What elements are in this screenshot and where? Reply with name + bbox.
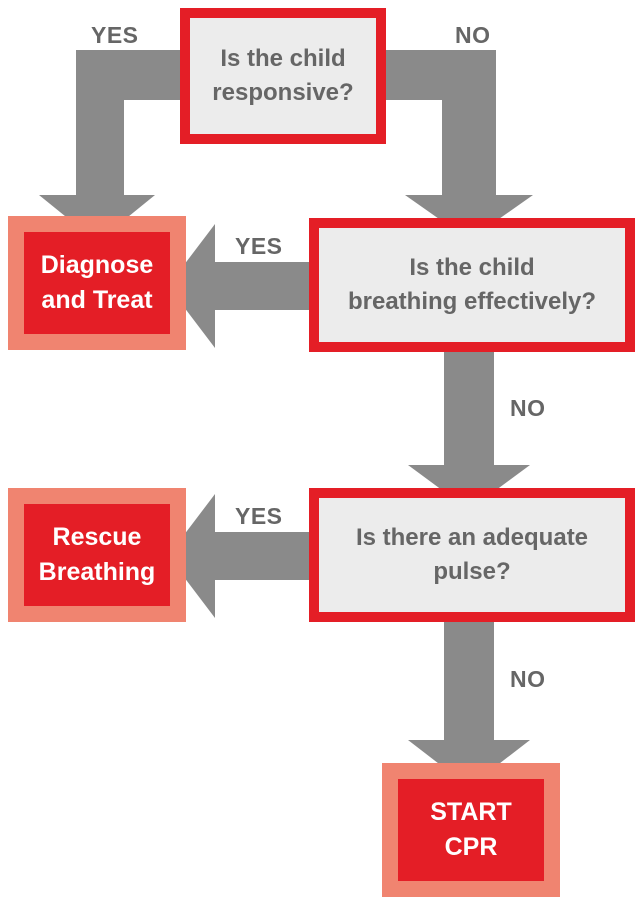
arrow-q1-yes [39, 50, 180, 242]
action-text-line: Rescue [52, 522, 142, 551]
edge-label-q1-yes: YES [91, 22, 139, 48]
edge-label-q1-no: NO [455, 22, 491, 48]
action-inner: START CPR [398, 779, 544, 881]
question-text-line: Is there an adequate [355, 523, 589, 551]
action-text-line: and Treat [41, 286, 153, 314]
question-text-line: Is the child [409, 253, 535, 281]
question-text-line: responsive? [212, 79, 354, 106]
question-child-responsive: Is the child responsive? [180, 8, 386, 144]
question-text-line: breathing effectively? [347, 288, 597, 315]
question-adequate-pulse: Is there an adequate pulse? [309, 488, 635, 622]
action-text-line: START [430, 797, 512, 826]
action-start-cpr: START CPR [382, 763, 560, 897]
action-text-line: CPR [444, 833, 498, 861]
arrow-q2-no [408, 350, 530, 510]
action-rescue-breathing: Rescue Breathing [8, 488, 186, 622]
edge-label-q2-yes: YES [235, 233, 283, 259]
edge-label-q3-yes: YES [235, 503, 283, 529]
arrow-q1-no [386, 50, 533, 240]
question-text-line: pulse? [433, 558, 511, 585]
arrow-q3-no [408, 620, 530, 787]
action-text-line: Diagnose [40, 250, 154, 279]
action-inner: Diagnose and Treat [24, 232, 170, 334]
action-text-line: Breathing [38, 558, 156, 586]
question-text-line: Is the child [220, 44, 346, 72]
edge-label-q3-no: NO [510, 666, 546, 692]
arrow-q2-yes [168, 224, 312, 348]
question-breathing-effectively: Is the child breathing effectively? [309, 218, 635, 352]
action-inner: Rescue Breathing [24, 504, 170, 606]
arrow-q3-yes [168, 494, 312, 618]
action-diagnose-and-treat: Diagnose and Treat [8, 216, 186, 350]
edge-label-q2-no: NO [510, 395, 546, 421]
